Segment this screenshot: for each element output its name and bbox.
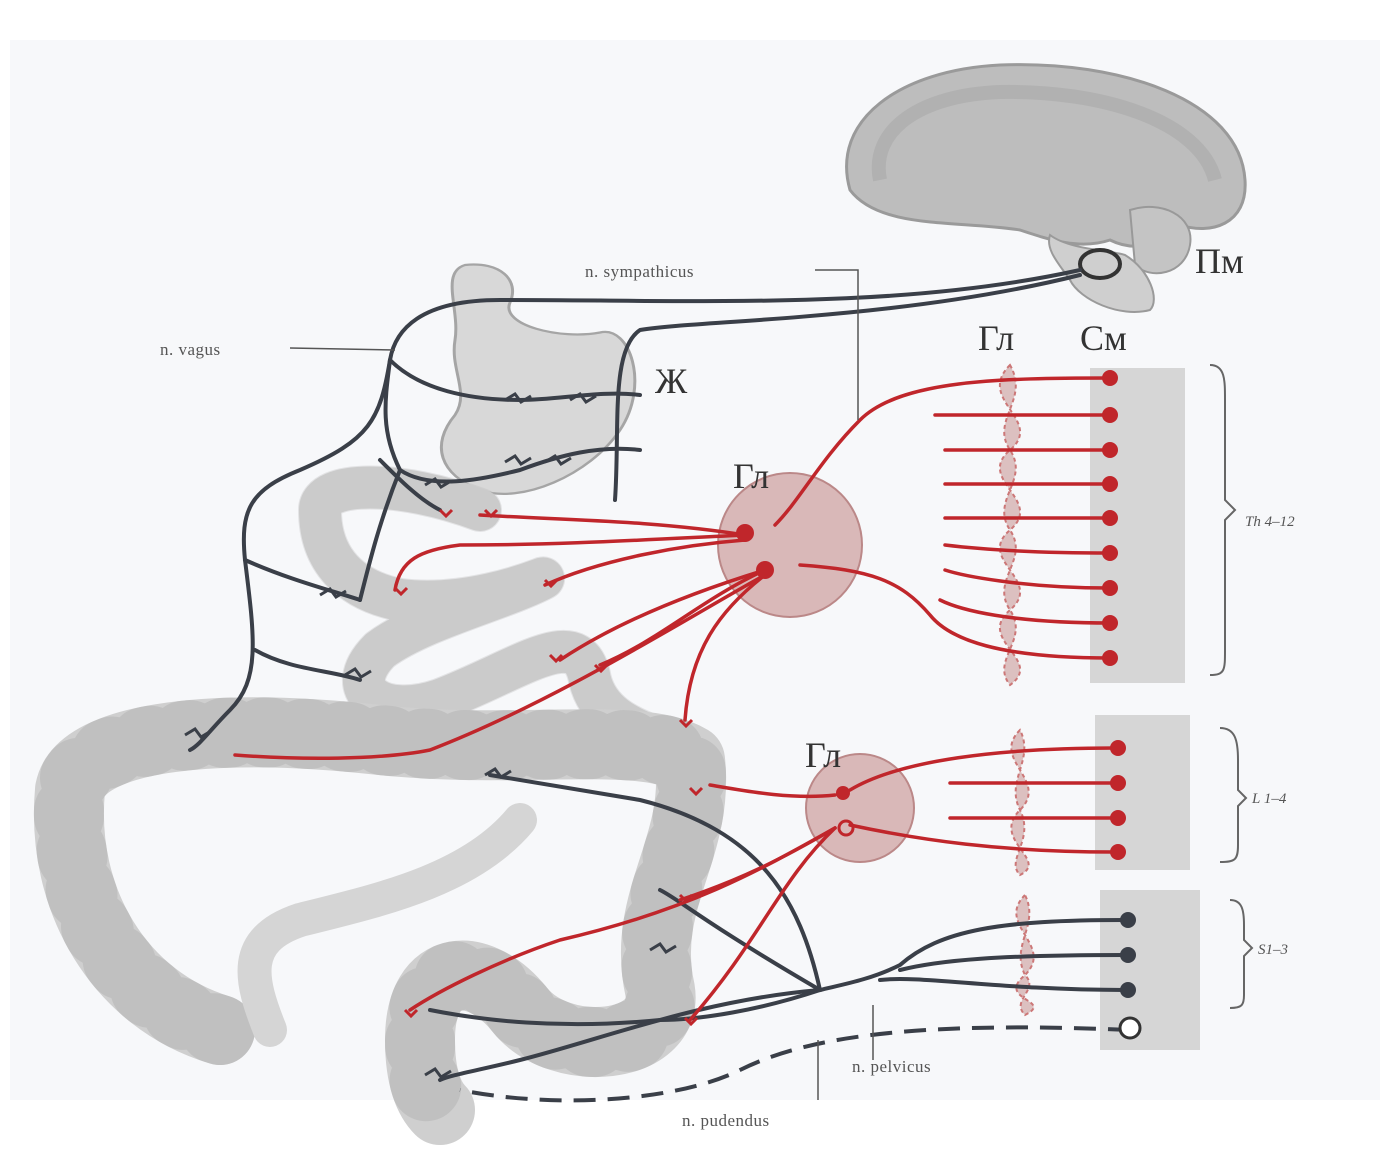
label-lumbar-segments: L 1–4	[1251, 791, 1287, 807]
label-brain-region: Пм	[1195, 241, 1244, 281]
label-vagus: n. vagus	[160, 340, 221, 359]
spinal-cord-sacral	[1100, 890, 1200, 1050]
label-spinal-cord: См	[1080, 318, 1127, 358]
label-stomach: Ж	[655, 361, 688, 401]
sacral-neurons	[1120, 912, 1136, 998]
label-pudendus: n. pudendus	[682, 1111, 770, 1130]
pudendal-neuron-body	[1120, 1018, 1140, 1038]
label-sympathicus: n. sympathicus	[585, 262, 694, 281]
thoracic-neurons	[1102, 370, 1118, 666]
spinal-cord-lumbar	[1095, 715, 1190, 870]
label-ganglion-lower: Гл	[805, 735, 841, 775]
label-ganglion-upper: Гл	[733, 456, 769, 496]
label-pelvicus: n. pelvicus	[852, 1057, 931, 1076]
label-sacral-segments: S1–3	[1258, 942, 1288, 958]
label-ganglion-chain: Гл	[978, 318, 1014, 358]
label-thoracic-segments: Th 4–12	[1245, 514, 1295, 530]
